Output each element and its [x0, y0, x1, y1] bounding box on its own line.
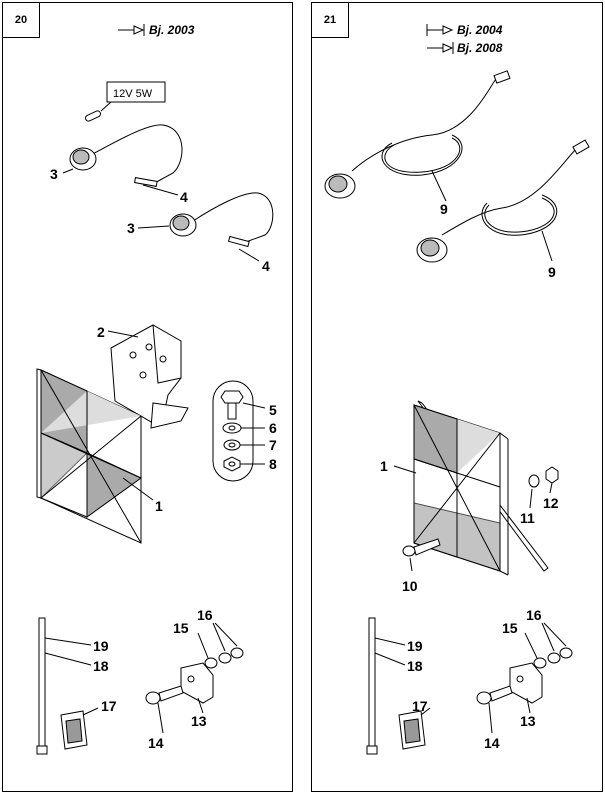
page-number: 21 [312, 3, 349, 38]
model-year-note: Bj. 2003 [149, 23, 195, 37]
callout-14: 14 [148, 735, 164, 751]
bulb-spec-box [106, 81, 166, 103]
marker-lamp-icon [169, 192, 274, 248]
clamp-bracket-icon [509, 662, 543, 704]
model-year-note: Bj. 2008 [457, 41, 503, 55]
bolt-icon [220, 390, 244, 420]
year-marker-arrow-icon [118, 24, 145, 36]
callout-16: 16 [526, 607, 542, 623]
callout-12: 12 [543, 495, 559, 511]
callout-17: 17 [412, 698, 428, 714]
page-number: 20 [3, 3, 40, 38]
cable-lamp-icon [324, 70, 511, 199]
callout-18: 18 [93, 658, 109, 674]
callout-1: 1 [155, 498, 163, 514]
callout-6: 6 [269, 420, 277, 436]
page-panel-20: 20 Bj. 2003 12V 5W [2, 2, 293, 792]
nut-icon [218, 647, 244, 664]
model-year-note: Bj. 2004 [457, 23, 503, 37]
callout-16: 16 [197, 607, 213, 623]
nut-icon [223, 456, 241, 472]
callout-11: 11 [520, 510, 535, 526]
year-marker-arrow-icon [427, 42, 454, 54]
mounting-bracket-icon [110, 324, 189, 429]
nut-icon [547, 647, 573, 664]
callout-15: 15 [173, 620, 189, 636]
callout-10: 10 [402, 578, 418, 594]
bulb-icon [84, 101, 112, 122]
callout-15: 15 [502, 620, 518, 636]
clamp-bracket-icon [180, 662, 214, 704]
cable-tie-icon [366, 617, 378, 755]
lock-washer-icon [223, 439, 241, 451]
callout-3: 3 [127, 220, 135, 236]
exploded-diagram-21: Bj. 2004 Bj. 2008 9 9 [324, 23, 590, 755]
callout-3: 3 [50, 166, 58, 182]
callout-14: 14 [484, 735, 500, 751]
callout-9: 9 [440, 201, 448, 217]
callout-7: 7 [269, 437, 277, 453]
tie-mount-icon [398, 710, 426, 750]
reflector-panel-icon [413, 400, 549, 576]
callout-18: 18 [407, 658, 423, 674]
callout-8: 8 [269, 456, 277, 472]
callout-5: 5 [269, 402, 277, 418]
exploded-diagram-20: Bj. 2003 12V 5W 3 4 3 4 [36, 23, 277, 755]
callout-9: 9 [548, 264, 556, 280]
page-panel-21: 21 Bj. 2004 Bj. 2008 9 [311, 2, 603, 792]
washer-icon [222, 422, 242, 434]
washer-icon [204, 657, 218, 669]
tie-mount-icon [60, 710, 88, 750]
callout-2: 2 [97, 324, 105, 340]
marker-lamp-icon [69, 124, 183, 187]
bolt-icon [402, 538, 441, 557]
callout-4: 4 [180, 189, 188, 205]
screw-icon [145, 685, 184, 705]
callout-17: 17 [101, 698, 117, 714]
cable-lamp-icon [416, 139, 590, 263]
nut-icon [545, 466, 559, 484]
callout-19: 19 [407, 638, 423, 654]
callout-19: 19 [93, 638, 109, 654]
washer-icon [528, 474, 540, 488]
callout-13: 13 [191, 713, 207, 729]
bulb-spec: 12V 5W [113, 88, 153, 100]
reflector-panel-icon [36, 368, 142, 544]
callout-13: 13 [520, 713, 536, 729]
cable-tie-icon [36, 617, 48, 755]
washer-icon [533, 657, 547, 669]
callout-1: 1 [380, 458, 388, 474]
callout-4: 4 [262, 258, 270, 274]
year-marker-arrow-icon [426, 24, 454, 36]
screw-icon [476, 685, 513, 705]
